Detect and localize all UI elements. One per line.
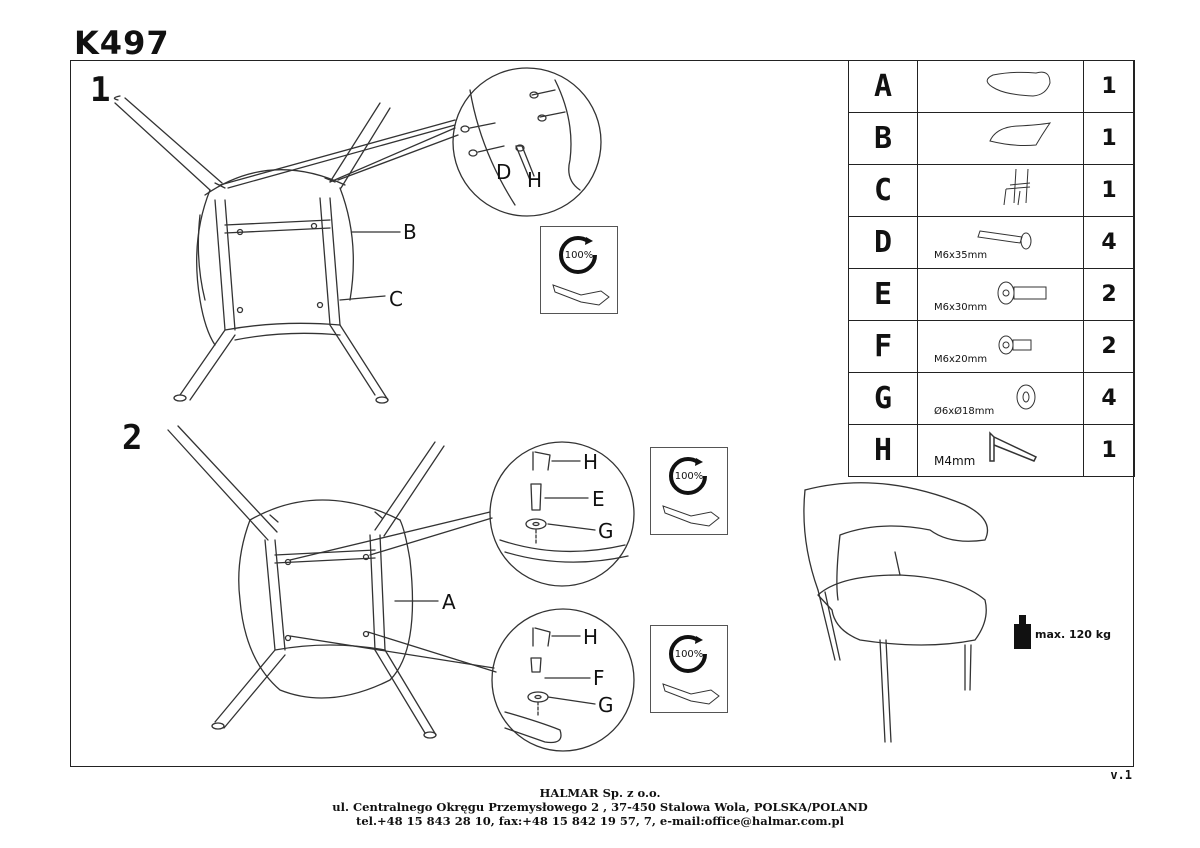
part-spec: M6x20mm: [934, 354, 988, 365]
parts-row: B 1: [848, 112, 1135, 165]
step-1-number: 1: [90, 70, 111, 110]
tighten-instruction-box: 100%: [650, 447, 728, 535]
seat-cushion-icon: [986, 71, 1051, 97]
callout-step1-b: B: [403, 220, 417, 244]
parts-list-table: A 1 B 1 C 1 D M6x35mm 4 E M6x30mm 2: [848, 60, 1135, 477]
bolt-medium-icon: [997, 281, 1047, 305]
step2-detail-circle-2: [491, 608, 635, 752]
part-spec: Ø6xØ18mm: [934, 406, 995, 417]
part-quantity: 2: [1083, 268, 1135, 321]
part-letter: F: [848, 320, 918, 373]
callout-step1-h: H: [527, 168, 543, 192]
frame-icon: [1003, 168, 1031, 206]
tighten-icon: [662, 457, 720, 527]
part-spec: M6x30mm: [934, 302, 988, 313]
part-letter: G: [848, 372, 918, 425]
part-picture: M4mm: [917, 424, 1084, 477]
part-picture: [917, 112, 1084, 165]
tighten-icon: [552, 236, 610, 306]
step-2-number: 2: [122, 418, 143, 458]
weight-icon: [1014, 615, 1031, 649]
footer-contact: tel.+48 15 843 28 10, fax:+48 15 842 19 …: [356, 814, 844, 828]
part-quantity: 1: [1083, 60, 1135, 113]
callout-step1-c: C: [389, 287, 403, 311]
part-picture: M6x30mm: [917, 268, 1084, 321]
part-quantity: 1: [1083, 112, 1135, 165]
parts-row: F M6x20mm 2: [848, 320, 1135, 373]
tighten-instruction-box: 100%: [540, 226, 618, 314]
part-quantity: 1: [1083, 424, 1135, 477]
parts-row: D M6x35mm 4: [848, 216, 1135, 269]
torque-label: 100%: [674, 649, 704, 660]
callout-step2-h1: H: [583, 450, 599, 474]
step2-chair-drawing: [167, 425, 497, 739]
callout-step2-a: A: [442, 590, 456, 614]
part-spec: M6x35mm: [934, 250, 988, 261]
washer-icon: [1016, 384, 1036, 410]
part-picture: M6x35mm: [917, 216, 1084, 269]
model-title: K497: [74, 24, 170, 62]
allen-key-icon: [989, 431, 1038, 462]
callout-step2-e: E: [592, 487, 605, 511]
max-load-label: max. 120 kg: [1035, 628, 1111, 641]
bolt-long-icon: [977, 230, 1032, 250]
parts-row: C 1: [848, 164, 1135, 217]
part-quantity: 2: [1083, 320, 1135, 373]
part-picture: Ø6xØ18mm: [917, 372, 1084, 425]
part-quantity: 1: [1083, 164, 1135, 217]
step1-detail-circle: [452, 67, 602, 217]
part-picture: [917, 60, 1084, 113]
part-picture: M6x20mm: [917, 320, 1084, 373]
part-letter: B: [848, 112, 918, 165]
part-quantity: 4: [1083, 372, 1135, 425]
callout-step2-g2: G: [598, 693, 614, 717]
parts-row: H M4mm 1: [848, 424, 1135, 477]
part-letter: C: [848, 164, 918, 217]
step1-chair-drawing: [113, 95, 459, 404]
part-picture: [917, 164, 1084, 217]
tighten-icon: [662, 635, 720, 705]
bolt-short-icon: [998, 335, 1032, 355]
part-letter: H: [848, 424, 918, 477]
torque-label: 100%: [564, 250, 594, 261]
step2-detail-circle-1: [489, 441, 635, 587]
footer-address: ul. Centralnego Okręgu Przemysłowego 2 ,…: [332, 800, 868, 814]
version-label: v.1: [1110, 768, 1132, 782]
part-letter: D: [848, 216, 918, 269]
parts-row: A 1: [848, 60, 1135, 113]
callout-step2-f: F: [593, 666, 605, 690]
parts-row: G Ø6xØ18mm 4: [848, 372, 1135, 425]
callout-step2-h2: H: [583, 625, 599, 649]
tighten-instruction-box: 100%: [650, 625, 728, 713]
callout-step1-d: D: [496, 160, 512, 184]
part-spec: M4mm: [934, 454, 976, 468]
part-letter: A: [848, 60, 918, 113]
parts-row: E M6x30mm 2: [848, 268, 1135, 321]
backrest-icon: [989, 122, 1052, 146]
torque-label: 100%: [674, 471, 704, 482]
assembled-chair-drawing: [803, 482, 989, 743]
footer-company: HALMAR Sp. z o.o.: [539, 786, 661, 800]
part-quantity: 4: [1083, 216, 1135, 269]
callout-step2-g1: G: [598, 519, 614, 543]
part-letter: E: [848, 268, 918, 321]
